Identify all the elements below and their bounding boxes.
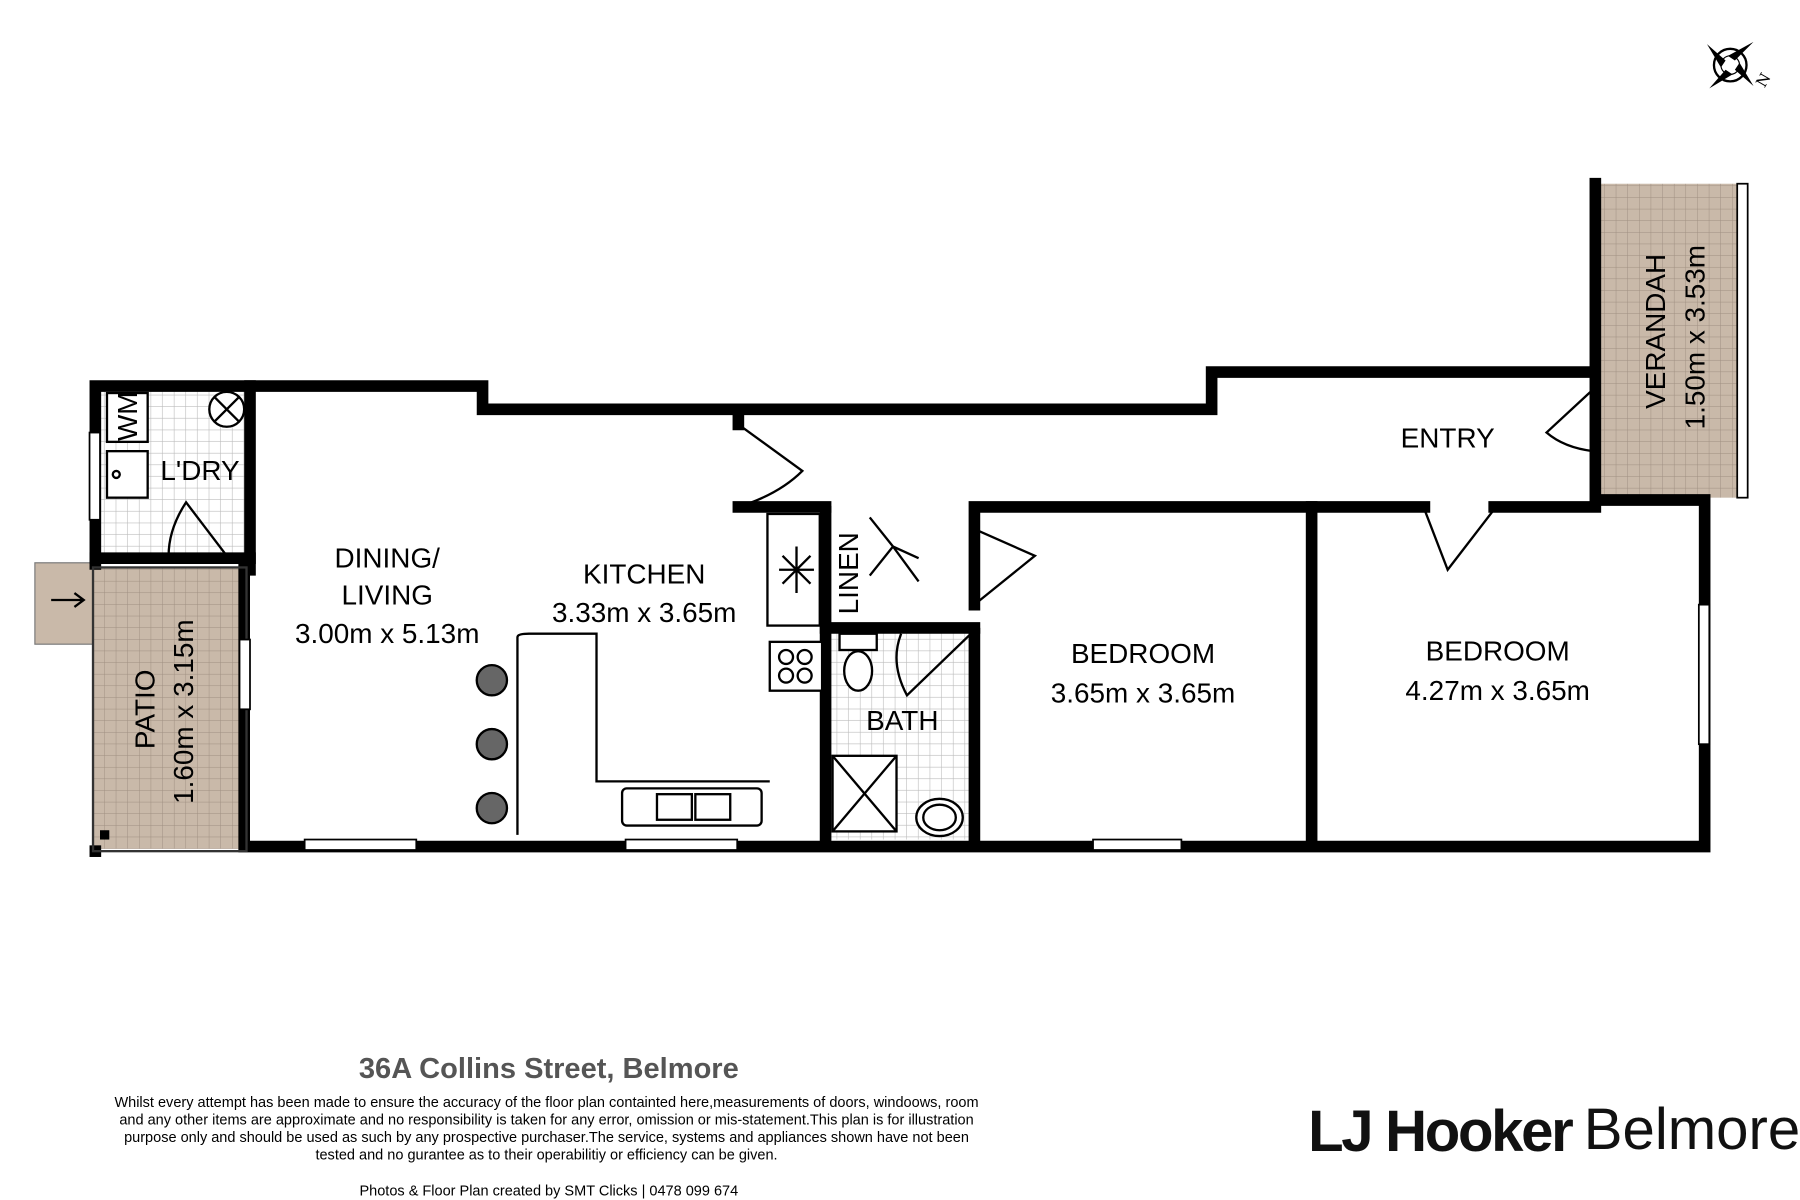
dining-label-1: DINING/ [335,542,441,573]
disclaimer-line-2: and any other items are approximate and … [119,1112,973,1128]
bedroom1-dims: 3.65m x 3.65m [1051,677,1235,708]
verandah-area [1598,183,1745,498]
patio-dims: 1.60m x 3.15m [168,619,199,803]
patio-step [34,562,94,645]
disclaimer-line-1: Whilst every attempt has been made to en… [114,1095,978,1111]
compass-north-label: N [1752,70,1774,90]
bedroom1-label: BEDROOM [1071,638,1215,669]
verandah-dims: 1.50m x 3.53m [1680,245,1711,429]
laundry-label: L'DRY [160,455,239,486]
fixtures [105,390,964,838]
bedroom2-label: BEDROOM [1426,635,1570,666]
disclaimer-line-3: purpose only and should be used as such … [124,1130,969,1146]
bath-label: BATH [866,705,938,736]
logo-brand: LJ Hooker [1308,1099,1573,1164]
doors [167,388,1594,698]
linen-label: LINEN [833,532,864,614]
dining-label-2: LIVING [341,580,432,611]
kitchen-label: KITCHEN [583,559,705,590]
entry-label: ENTRY [1401,423,1495,454]
washing-machine-label: WM [112,391,143,441]
photo-credit: Photos & Floor Plan created by SMT Click… [359,1183,738,1199]
verandah-label: VERANDAH [1640,254,1671,409]
compass-icon: N [1706,41,1775,90]
bedroom2-dims: 4.27m x 3.65m [1405,675,1589,706]
logo-office: Belmore [1584,1097,1800,1162]
kitchen-dims: 3.33m x 3.65m [552,597,736,628]
dining-dims: 3.00m x 5.13m [295,618,479,649]
patio-area [93,567,247,849]
windows [88,182,1749,851]
property-address: 36A Collins Street, Belmore [359,1053,739,1085]
disclaimer-line-4: tested and no gurantee as to their opera… [315,1147,777,1163]
pendant-lights [475,663,509,825]
entry-arrow-icon [51,592,86,608]
patio-label: PATIO [130,670,161,750]
